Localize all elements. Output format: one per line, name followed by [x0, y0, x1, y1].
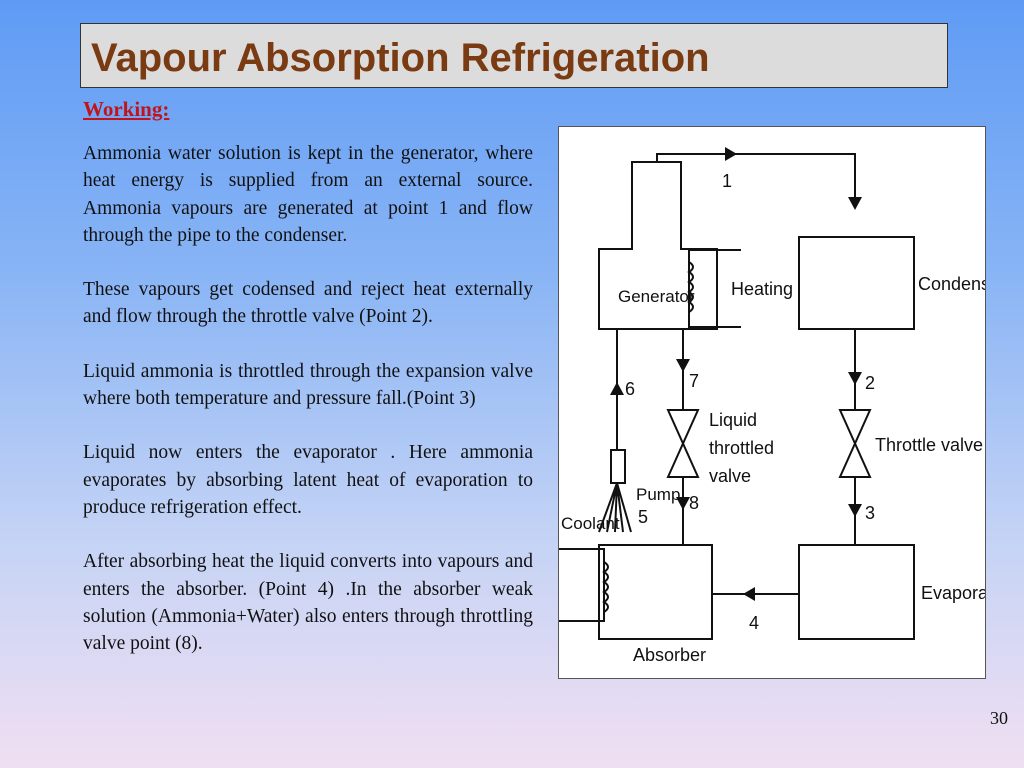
- point-1-label: 1: [722, 171, 732, 191]
- evaporator-box: [798, 544, 915, 640]
- point-5-label: 5: [638, 507, 648, 527]
- paragraph: Liquid now enters the evaporator . Here …: [83, 442, 533, 518]
- title-box: Vapour Absorption Refrigeration: [80, 23, 948, 88]
- diagram-svg: Generator Heating Condenser Evaporator A…: [559, 147, 985, 665]
- paragraph: Liquid ammonia is throttled through the …: [83, 360, 533, 410]
- throttle-valve-shape: [838, 409, 872, 478]
- slide-title: Vapour Absorption Refrigeration: [91, 36, 710, 80]
- heating-coil: [688, 249, 741, 328]
- coolant-label: Coolant: [561, 514, 620, 533]
- page-number: 30: [990, 708, 1008, 728]
- body-text: Ammonia water solution is kept in the ge…: [83, 140, 533, 684]
- point-7-label: 7: [689, 371, 699, 391]
- condenser-box: [798, 236, 915, 330]
- point-4-label: 4: [749, 613, 759, 633]
- liquid-throttled-valve-label: valve: [709, 466, 751, 486]
- absorber-label: Absorber: [633, 645, 706, 665]
- point-6-label: 6: [625, 379, 635, 399]
- pump-shape: [610, 449, 626, 484]
- paragraph: After absorbing heat the liquid converts…: [83, 551, 533, 655]
- absorber-box: [598, 544, 713, 640]
- point-3-label: 3: [865, 503, 875, 523]
- heating-label: Heating: [731, 279, 793, 299]
- point-2-label: 2: [865, 373, 875, 393]
- pipe-1: [656, 153, 856, 197]
- liquid-throttled-valve-label: Liquid: [709, 410, 757, 430]
- liquid-throttled-valve-label: throttled: [709, 438, 774, 458]
- pump-label: Pump: [636, 485, 680, 504]
- liquid-throttled-valve-shape: [666, 409, 700, 478]
- point-8-label: 8: [689, 493, 699, 513]
- generator-label: Generator: [618, 287, 695, 306]
- paragraph: These vapours get codensed and reject he…: [83, 279, 533, 328]
- refrigeration-diagram: Generator Heating Condenser Evaporator A…: [558, 126, 986, 679]
- generator-box: [598, 161, 718, 330]
- paragraph: Ammonia water solution is kept in the ge…: [83, 143, 533, 246]
- condenser-label: Condenser: [918, 274, 985, 294]
- throttle-valve-label: Throttle valve: [875, 435, 983, 455]
- evaporator-label: Evaporator: [921, 583, 985, 603]
- subheading: Working:: [83, 97, 170, 121]
